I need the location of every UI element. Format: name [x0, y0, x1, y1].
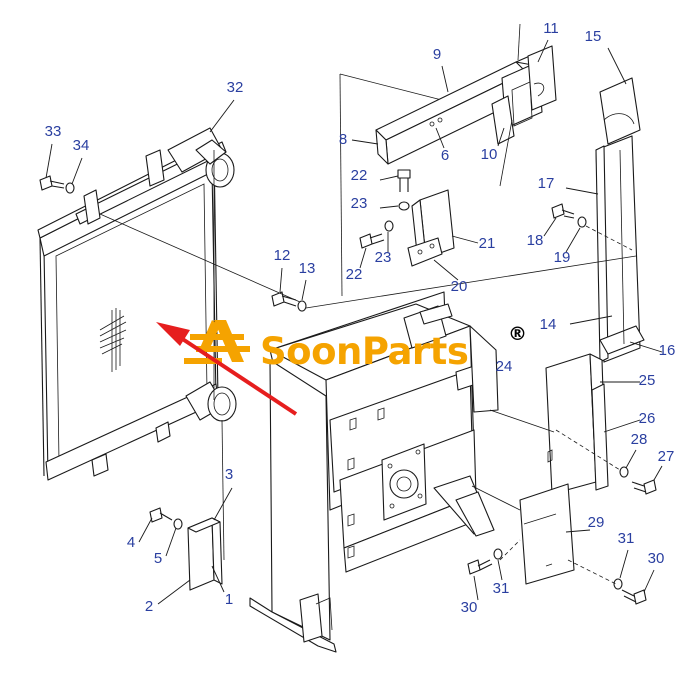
bolt-33	[39, 175, 65, 191]
callout-23: 23	[351, 195, 368, 212]
callout-12: 12	[274, 247, 291, 264]
callout-24: 24	[496, 358, 513, 375]
washer-34	[65, 182, 75, 194]
upper-outlet-pipe	[167, 127, 235, 188]
callout-11: 11	[543, 20, 559, 37]
callout-21: 21	[479, 235, 496, 252]
bolt-30-right	[621, 589, 647, 605]
leader-lines	[45, 39, 663, 605]
callout-28: 28	[631, 431, 648, 448]
registered-mark: ®	[508, 323, 527, 345]
washer-19	[577, 216, 587, 228]
callout-15: 15	[585, 28, 602, 45]
radiator-assembly	[37, 127, 237, 481]
callout-30: 30	[648, 550, 665, 567]
callout-17: 17	[538, 175, 555, 192]
upper-shroud-bar	[375, 23, 557, 187]
callout-1: 1	[225, 591, 233, 608]
callout-33: 33	[45, 123, 62, 140]
callout-29: 29	[588, 514, 605, 531]
red-arrow	[156, 322, 298, 416]
lower-outlet-pipe	[185, 381, 237, 422]
bolt-30	[467, 559, 493, 575]
watermark-text: SoonParts	[260, 330, 468, 373]
core-fin-pattern	[99, 308, 127, 372]
lower-panel	[519, 483, 575, 585]
callout-10: 10	[481, 146, 498, 163]
bolt-18	[551, 203, 575, 219]
bolt-22-lower	[359, 233, 385, 249]
callout-9: 9	[433, 46, 441, 63]
callout-27: 27	[658, 448, 675, 465]
washer-13	[297, 300, 307, 312]
side-panel	[545, 353, 609, 495]
washer-5	[173, 518, 183, 530]
callout-13: 13	[299, 260, 316, 277]
callout-25: 25	[639, 372, 656, 389]
bolt-4	[149, 507, 173, 523]
watermark-logo-icon	[184, 320, 250, 364]
alignment-lines	[99, 213, 637, 585]
soonparts-watermark: SoonParts ®	[156, 320, 527, 416]
fan-motor-mount	[381, 443, 427, 521]
callout-34: 34	[73, 137, 90, 154]
callout-18: 18	[527, 232, 544, 249]
seal-column	[595, 77, 645, 363]
washer-28	[619, 466, 629, 478]
callout-26: 26	[639, 410, 656, 427]
callout-3: 3	[225, 466, 233, 483]
callout-8: 8	[339, 131, 347, 148]
bracket-21	[407, 189, 455, 267]
washer-23-lower	[384, 220, 394, 232]
callout-19: 19	[554, 249, 571, 266]
callout-2: 2	[145, 598, 153, 615]
callout-31: 31	[493, 580, 510, 597]
main-frame-shroud	[249, 291, 499, 653]
callout-4: 4	[127, 534, 135, 551]
callout-32: 32	[227, 79, 244, 96]
callout-labels: 1234568910111213141516171819202122232223…	[45, 20, 676, 616]
callout-6: 6	[441, 147, 449, 164]
washer-31	[493, 548, 503, 560]
callout-31: 31	[618, 530, 635, 547]
bolt-27	[631, 479, 657, 495]
bolt-22	[397, 169, 411, 192]
lower-bracket	[187, 517, 223, 591]
callout-16: 16	[659, 342, 676, 359]
callout-5: 5	[154, 550, 162, 567]
callout-20: 20	[451, 278, 468, 295]
callout-30: 30	[461, 599, 478, 616]
callout-23: 23	[375, 249, 392, 266]
callout-22: 22	[346, 266, 363, 283]
bolt-12	[271, 291, 297, 307]
washer-31-right	[613, 578, 623, 590]
callout-14: 14	[540, 316, 557, 333]
washer-23	[398, 201, 410, 211]
callout-22: 22	[351, 167, 368, 184]
